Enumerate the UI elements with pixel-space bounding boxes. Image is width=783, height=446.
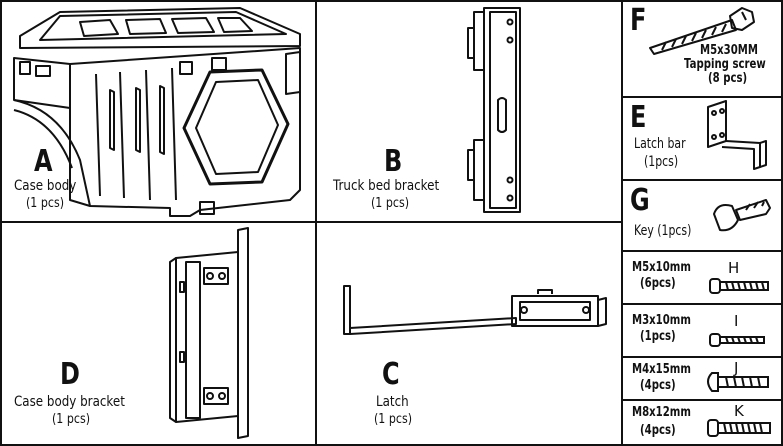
part-letter: G — [630, 183, 650, 218]
part-j-cell: M4x15mm (4pcs) J — [622, 357, 782, 400]
part-quantity: (4pcs) — [640, 378, 676, 393]
latch-illustration — [343, 285, 607, 335]
part-quantity: (8 pcs) — [708, 71, 748, 86]
part-letter: J — [734, 359, 739, 377]
part-quantity: (1 pcs) — [371, 196, 410, 211]
part-name: Latch bar — [634, 136, 686, 152]
part-c-cell: C Latch (1 pcs) — [316, 222, 622, 445]
part-letter: K — [734, 402, 744, 420]
part-name: Key (1pcs) — [634, 223, 692, 239]
bolt-i-illustration — [709, 333, 765, 347]
tapping-screw-illustration — [649, 7, 755, 55]
part-quantity: (1pcs) — [644, 154, 679, 170]
part-g-cell: G Key (1pcs) — [622, 180, 782, 251]
bolt-h-illustration — [709, 278, 769, 294]
part-quantity: (6pcs) — [640, 276, 676, 291]
part-name: Latch — [376, 394, 409, 410]
part-quantity: (1 pcs) — [52, 412, 91, 427]
part-letter: I — [734, 312, 739, 330]
case-body-bracket-illustration — [169, 227, 249, 439]
part-f-cell: F M5x30MM Tapping screw (8 pcs) — [622, 0, 782, 97]
screw-type: Tapping screw — [684, 57, 766, 72]
part-letter: H — [728, 259, 740, 277]
part-quantity: (1 pcs) — [26, 196, 65, 211]
part-a-cell: A Case body (1 pcs) — [0, 0, 316, 222]
part-letter: D — [60, 357, 80, 392]
truck-bed-bracket-illustration — [467, 7, 521, 213]
part-e-cell: E Latch bar (1pcs) — [622, 97, 782, 180]
part-quantity: (1pcs) — [640, 329, 676, 344]
part-quantity: (1 pcs) — [374, 412, 413, 427]
part-name: Truck bed bracket — [333, 178, 440, 194]
part-name: Case body bracket — [14, 394, 125, 410]
screw-size: M5x30MM — [700, 43, 758, 58]
part-name: M3x10mm — [632, 313, 691, 328]
bolt-k-illustration — [707, 419, 771, 437]
part-d-cell: D Case body bracket (1 pcs) — [0, 222, 316, 445]
part-letter: A — [34, 144, 53, 179]
case-body-illustration — [13, 7, 301, 217]
bolt-j-illustration — [707, 372, 769, 392]
part-letter: C — [382, 357, 400, 392]
part-letter: F — [630, 3, 647, 38]
key-illustration — [713, 199, 771, 232]
part-quantity: (4pcs) — [640, 423, 676, 438]
part-name: M5x10mm — [632, 260, 691, 275]
latch-bar-illustration — [707, 100, 767, 170]
part-name: Case body — [14, 178, 77, 194]
part-b-cell: B Truck bed bracket (1 pcs) — [316, 0, 622, 222]
part-letter: B — [384, 144, 403, 179]
part-k-cell: M8x12mm (4pcs) K — [622, 400, 782, 445]
part-h-cell: M5x10mm (6pcs) H — [622, 251, 782, 304]
part-name: M4x15mm — [632, 362, 691, 377]
part-name: M8x12mm — [632, 405, 691, 420]
part-letter: E — [630, 100, 647, 135]
part-i-cell: M3x10mm (1pcs) I — [622, 304, 782, 357]
